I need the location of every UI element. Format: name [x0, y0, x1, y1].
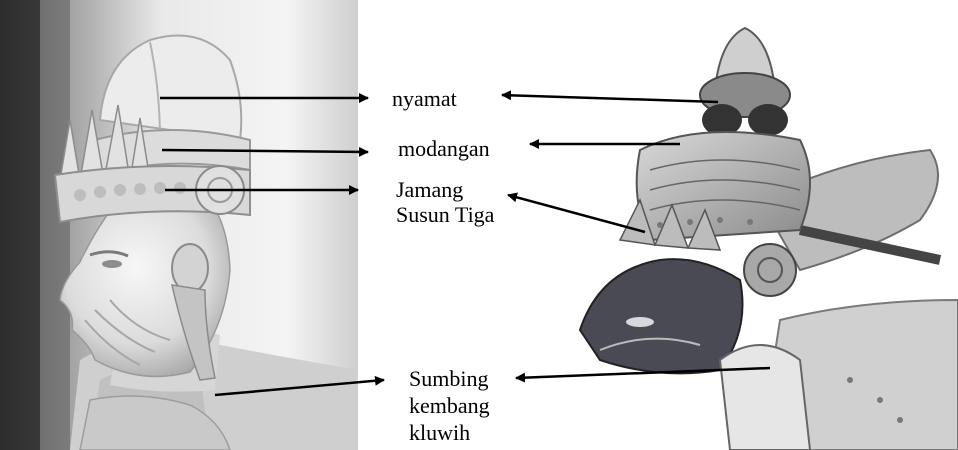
statue-photo [0, 0, 358, 450]
label-modangan: modangan [398, 136, 490, 161]
wayang-photo [530, 0, 958, 450]
label-nyamat: nyamat [392, 86, 457, 111]
label-sumbing-line3: kluwih [409, 420, 470, 445]
label-jamang-line2: Susun Tiga [396, 202, 494, 227]
label-sumbing-line1: Sumbing [409, 366, 488, 391]
label-jamang-line1: Jamang [396, 177, 463, 202]
label-sumbing-line2: kembang [409, 393, 490, 418]
